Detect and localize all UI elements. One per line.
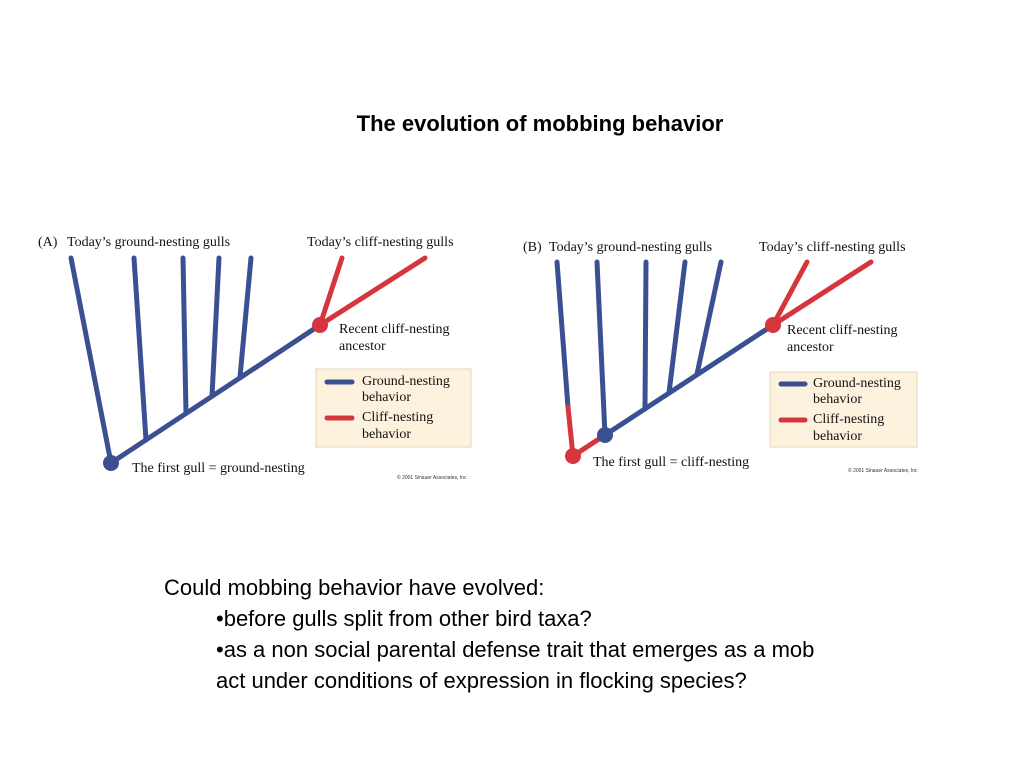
panel-a-cliff-branches <box>317 255 428 328</box>
panel-a-branch-5 <box>237 255 254 380</box>
question-bullet-1: •before gulls split from other bird taxa… <box>216 606 592 631</box>
panel-a-branch-1 <box>68 255 114 466</box>
panel-a-branch-3 <box>180 255 189 416</box>
panel-a-ground-branches <box>68 255 323 466</box>
panel-a-legend-ground-1: Ground-nesting <box>362 374 450 389</box>
panel-a-cliff-label: Today’s cliff-nesting gulls <box>307 235 454 250</box>
panel-b-legend-cliff-2: behavior <box>813 429 862 444</box>
panel-a-branch-4 <box>209 255 222 399</box>
panel-a-legend: Ground-nesting behavior Cliff-nesting be… <box>315 368 472 448</box>
question-bullet-2a: •as a non social parental defense trait … <box>216 637 815 662</box>
panel-b-legend-ground-1: Ground-nesting <box>813 376 901 391</box>
panel-b-tree: (B) Today’s ground-nesting gulls Today’s… <box>523 240 918 474</box>
panel-b-ground-origin-node <box>597 427 613 443</box>
panel-b-branch-5 <box>694 259 724 377</box>
panel-a-ancestor-node <box>312 317 328 333</box>
panel-b-cliff-branch-1 <box>770 259 810 328</box>
panel-b-root-node <box>565 448 581 464</box>
panel-b-cliff-label: Today’s cliff-nesting gulls <box>759 240 906 255</box>
panel-a-root-label: The first gull = ground-nesting <box>132 461 305 476</box>
panel-b-branch-4 <box>666 259 688 396</box>
panel-b-branch-3 <box>642 259 649 412</box>
panel-b-branch-1 <box>554 259 571 410</box>
slide-title: The evolution of mobbing behavior <box>356 111 724 136</box>
panel-b-cliff-branch-2 <box>770 259 874 328</box>
phylogeny-panel-b: (B) Today’s ground-nesting gulls Today’s… <box>515 225 925 485</box>
panel-a-cliff-branch-2 <box>317 255 428 328</box>
panel-b-ancestor-node <box>765 317 781 333</box>
panel-b-legend: Ground-nesting behavior Cliff-nesting be… <box>769 371 918 448</box>
question-intro: Could mobbing behavior have evolved: <box>164 575 545 600</box>
panel-b-ancestor-label-2: ancestor <box>787 340 834 355</box>
panel-b-ground-label: Today’s ground-nesting gulls <box>549 240 712 255</box>
panel-b-legend-ground-2: behavior <box>813 392 862 407</box>
panel-b-ground-branches <box>554 259 776 438</box>
panel-a-copyright: © 2001 Sinauer Associates, Inc <box>397 474 467 481</box>
panel-a-ancestor-label-1: Recent cliff-nesting <box>339 322 450 337</box>
panel-a-root-node <box>103 455 119 471</box>
panel-a-letter: (A) <box>38 235 58 250</box>
panel-b-ancestor-label-1: Recent cliff-nesting <box>787 323 898 338</box>
panel-a-legend-cliff-1: Cliff-nesting <box>362 410 433 425</box>
panel-a-legend-cliff-2: behavior <box>362 427 411 442</box>
panel-a-ground-label: Today’s ground-nesting gulls <box>67 235 230 250</box>
panel-a-tree: (A) Today’s ground-nesting gulls Today’s… <box>38 235 472 481</box>
panel-a-ancestor-label-2: ancestor <box>339 339 386 354</box>
question-block: Could mobbing behavior have evolved: •be… <box>164 572 944 696</box>
panel-b-branch-2 <box>594 259 608 438</box>
panel-a-legend-ground-2: behavior <box>362 390 411 405</box>
panel-a-branch-2 <box>131 255 149 443</box>
panel-b-copyright: © 2001 Sinauer Associates, Inc <box>848 467 918 474</box>
panel-b-cliff-root-branch <box>565 404 576 459</box>
question-bullet-2b: act under conditions of expression in fl… <box>216 668 747 693</box>
panel-a-cliff-branch-1 <box>317 255 345 328</box>
panel-b-root-label: The first gull = cliff-nesting <box>593 455 749 470</box>
panel-b-trunk <box>602 322 776 438</box>
panel-b-legend-cliff-1: Cliff-nesting <box>813 412 884 427</box>
phylogeny-panel-a: (A) Today’s ground-nesting gulls Today’s… <box>30 225 480 485</box>
panel-b-letter: (B) <box>523 240 542 255</box>
